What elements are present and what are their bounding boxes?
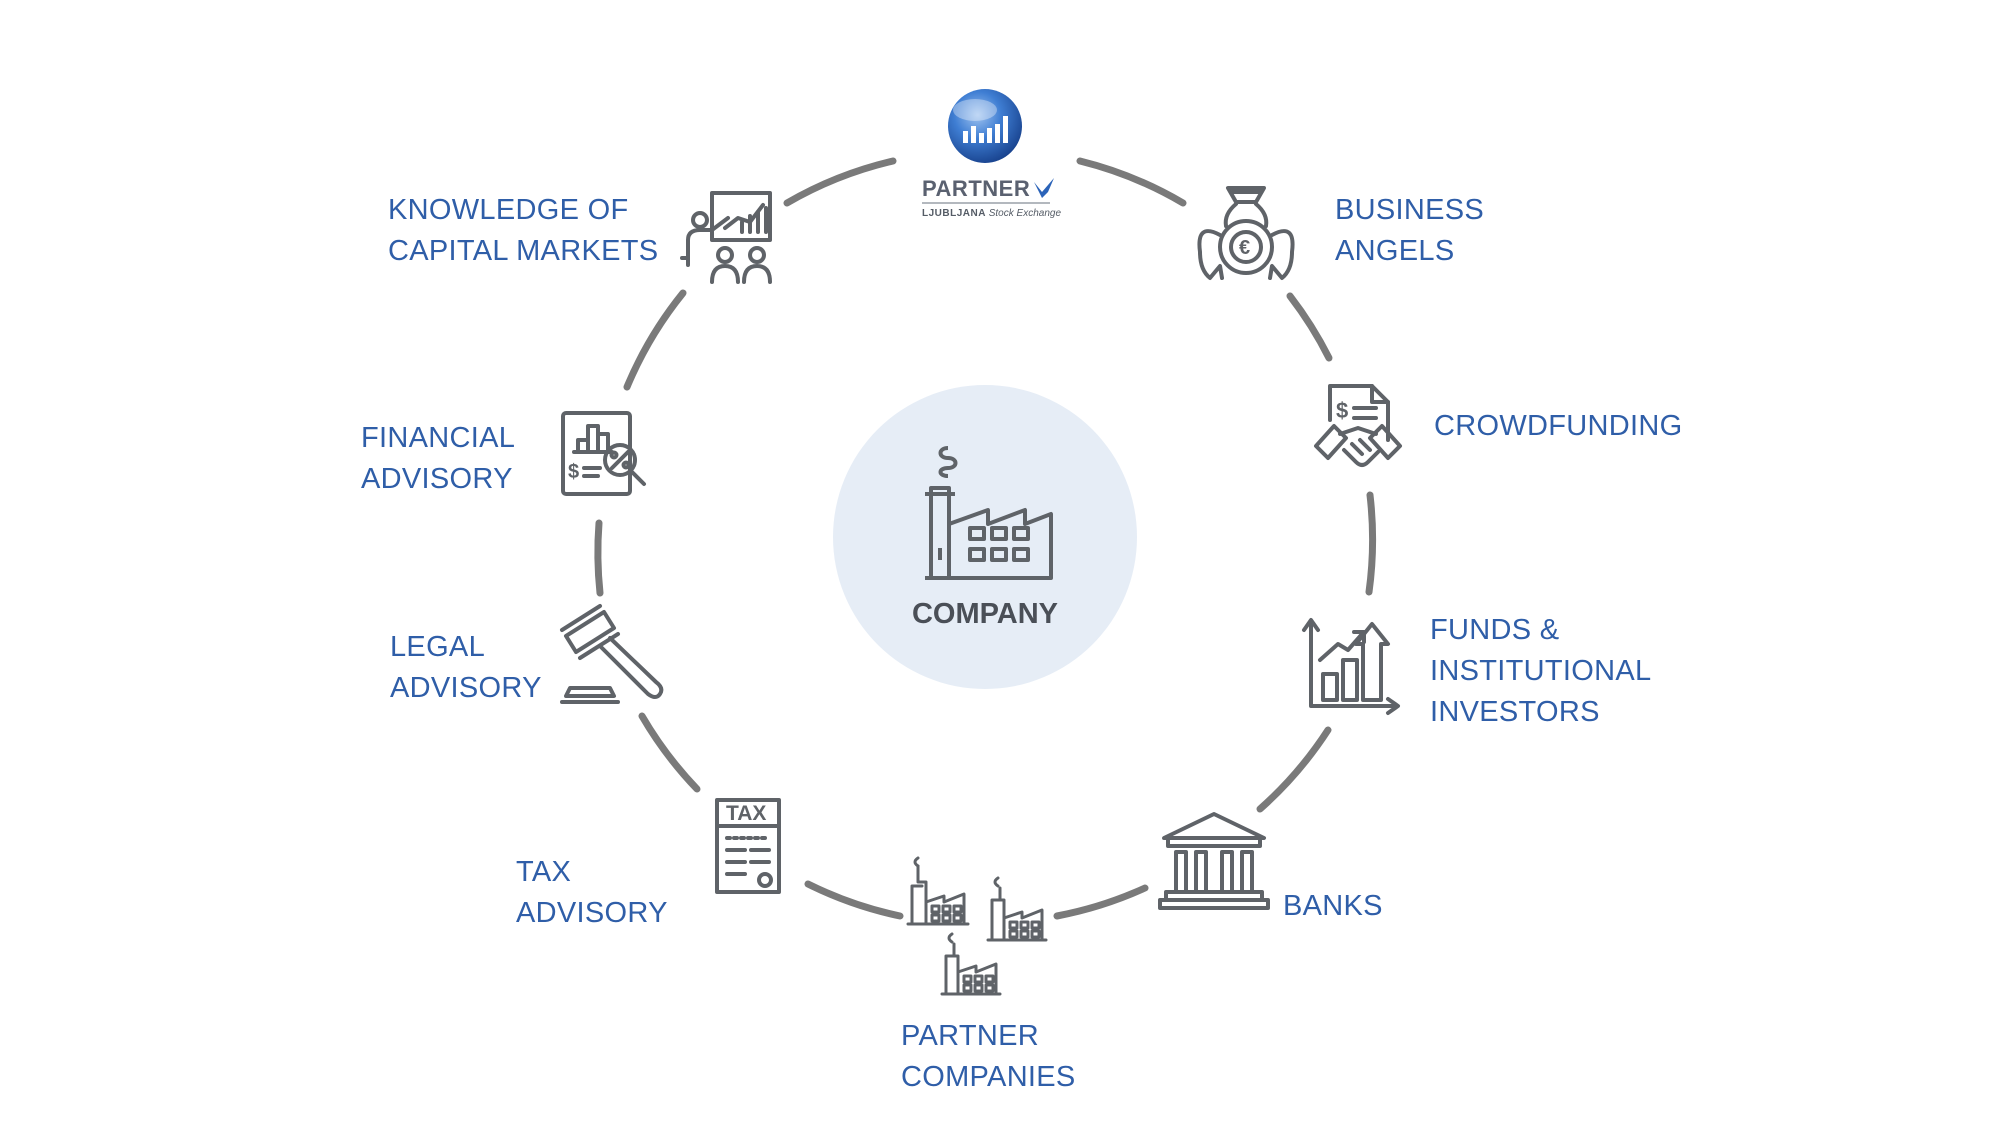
svg-text:$: $ bbox=[568, 461, 579, 483]
ring-arc-9 bbox=[623, 289, 687, 391]
label-line: ADVISORY bbox=[390, 672, 542, 704]
ring-arc-1 bbox=[1076, 157, 1187, 207]
label-capital-markets: KNOWLEDGE OF CAPITAL MARKETS bbox=[388, 190, 658, 272]
svg-text:€: € bbox=[1239, 237, 1250, 259]
label-tax-advisory: TAX ADVISORY bbox=[516, 852, 668, 934]
ring bbox=[594, 157, 1377, 920]
label-line: KNOWLEDGE OF bbox=[388, 194, 629, 226]
label-line: ADVISORY bbox=[516, 897, 668, 929]
partner-logo-mark bbox=[1034, 178, 1054, 198]
presentation-icon bbox=[680, 191, 772, 284]
label-line: INSTITUTIONAL bbox=[1430, 655, 1652, 687]
bank-building-icon bbox=[1158, 812, 1270, 910]
label-line: BUSINESS bbox=[1335, 194, 1485, 226]
label-line: BANKS bbox=[1283, 890, 1383, 922]
partner-logo-exchange: Stock Exchange bbox=[988, 208, 1061, 219]
label-line: FUNDS & bbox=[1430, 614, 1560, 646]
label-crowdfunding: CROWDFUNDING bbox=[1434, 406, 1682, 447]
label-line: INVESTORS bbox=[1430, 696, 1600, 728]
label-line: CROWDFUNDING bbox=[1434, 410, 1683, 442]
ring-arc-6 bbox=[804, 880, 904, 920]
label-line: FINANCIAL bbox=[361, 422, 516, 454]
ring-arc-7 bbox=[638, 712, 701, 793]
label-line: LEGAL bbox=[390, 631, 485, 663]
label-line: ANGELS bbox=[1335, 235, 1455, 267]
label-partner-companies: PARTNER COMPANIES bbox=[901, 1016, 1076, 1098]
label-line: COMPANIES bbox=[901, 1061, 1076, 1093]
growth-chart-icon bbox=[1302, 618, 1400, 715]
label-banks: BANKS bbox=[1283, 886, 1383, 927]
partner-logo-subtitle: LJUBLJANA Stock Exchange bbox=[922, 208, 1061, 219]
handshake-contract-icon: $ bbox=[1314, 384, 1402, 467]
svg-text:$: $ bbox=[1336, 398, 1348, 423]
label-financial-advisory: FINANCIAL ADVISORY bbox=[361, 418, 515, 500]
label-line: TAX bbox=[516, 856, 572, 888]
ring-arc-3 bbox=[1365, 491, 1377, 596]
financial-report-icon: $ bbox=[561, 411, 646, 496]
label-business-angels: BUSINESS ANGELS bbox=[1335, 190, 1484, 272]
ring-arc-4 bbox=[1256, 726, 1332, 813]
partner-logo-globe bbox=[948, 89, 1022, 163]
label-line: CAPITAL MARKETS bbox=[388, 235, 659, 267]
ring-arc-2 bbox=[1286, 292, 1333, 362]
label-line: ADVISORY bbox=[361, 463, 513, 495]
tax-document-icon bbox=[715, 798, 781, 894]
factories-icon bbox=[906, 856, 1048, 996]
ring-arc-8 bbox=[594, 519, 604, 597]
partner-logo-city: LJUBLJANA bbox=[922, 208, 986, 219]
label-line: PARTNER bbox=[901, 1020, 1039, 1052]
center-label: COMPANY bbox=[911, 598, 1059, 630]
ring-arc-10 bbox=[783, 157, 897, 207]
ring-arc-5 bbox=[1053, 884, 1149, 920]
gavel-icon bbox=[560, 604, 664, 704]
angel-money-bag-icon: € bbox=[1197, 186, 1295, 280]
tax-icon-text: TAX bbox=[726, 802, 766, 825]
label-legal-advisory: LEGAL ADVISORY bbox=[390, 627, 542, 709]
factory-icon bbox=[925, 446, 1053, 580]
label-funds: FUNDS & INSTITUTIONAL INVESTORS bbox=[1430, 610, 1651, 733]
partner-logo-brand: PARTNER bbox=[922, 176, 1031, 201]
